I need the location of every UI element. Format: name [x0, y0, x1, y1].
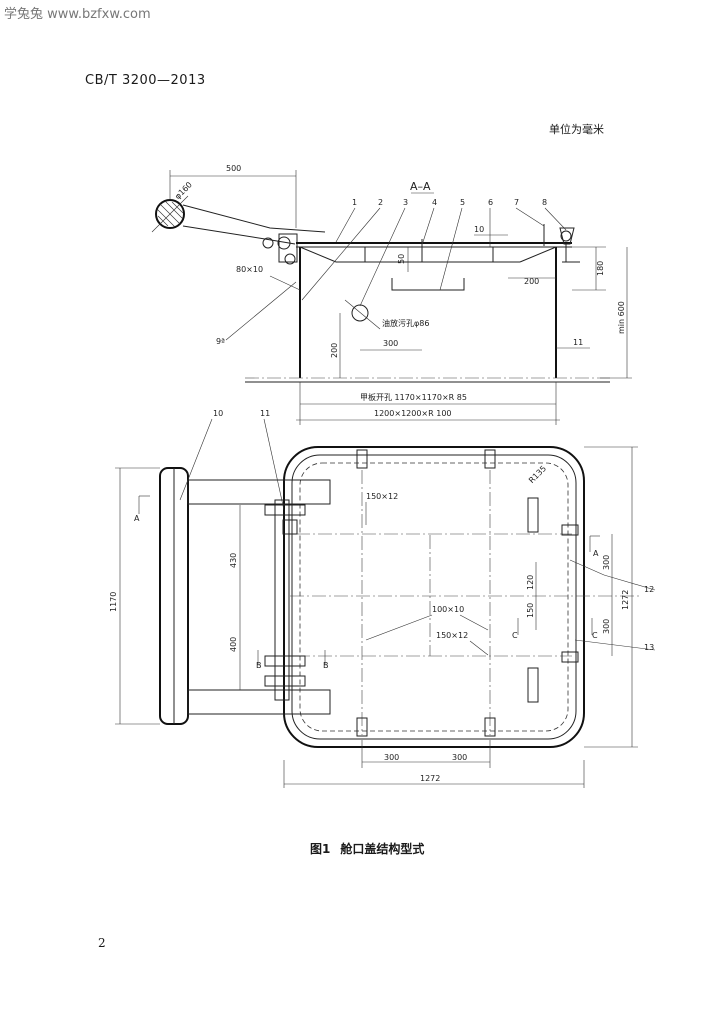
dim-stiff2: 100×10	[432, 605, 464, 614]
dim-b300a: 300	[384, 753, 399, 762]
dim-b1272: 1272	[420, 774, 440, 783]
dim-v300: 300	[602, 555, 611, 570]
callout-9: 9ª	[216, 337, 225, 346]
dim-minheight: min 600	[617, 301, 626, 334]
dim-overall: 1200×1200×R 100	[374, 409, 452, 418]
watermark: 学兔兔 www.bzfxw.com	[4, 7, 151, 22]
dim-v300b: 300	[602, 619, 611, 634]
dim-v150: 150	[526, 603, 535, 618]
dim-h180: 180	[596, 261, 605, 276]
dim-stiff1: 150×12	[366, 492, 398, 501]
dim-stiff3: 150×12	[436, 631, 468, 640]
dim-w300: 300	[383, 339, 398, 348]
callout-4: 4	[432, 198, 437, 207]
callout-7: 7	[514, 198, 519, 207]
callout-13: 13	[644, 643, 654, 652]
figure-caption: 图1 舱口盖结构型式	[310, 840, 434, 857]
dim-h400: 400	[229, 637, 238, 652]
dim-t11: 11	[573, 338, 583, 347]
section-title: A–A	[410, 180, 431, 193]
dim-h1272: 1272	[621, 590, 630, 610]
mark-c-right: C	[592, 631, 598, 640]
dim-flatbar: 80×10	[236, 265, 263, 274]
dim-h200: 200	[330, 343, 339, 358]
dim-handwheel: φ160	[173, 180, 194, 201]
dim-lever: 500	[226, 164, 241, 173]
dim-drain: 油放污孔φ86	[382, 318, 429, 328]
callout-3: 3	[403, 198, 408, 207]
mark-b-right: B	[323, 661, 329, 670]
callout-2: 2	[378, 198, 383, 207]
mark-a-left: A	[134, 514, 140, 523]
mark-a-right: A	[593, 549, 599, 558]
dim-ten: 10	[474, 225, 484, 234]
callout-6: 6	[488, 198, 493, 207]
dim-b300b: 300	[452, 753, 467, 762]
dim-radius: R135	[527, 464, 548, 485]
dim-width200: 200	[524, 277, 539, 286]
figure-title: 舱口盖结构型式	[340, 842, 425, 856]
dim-v120: 120	[526, 575, 535, 590]
dim-h430: 430	[229, 553, 238, 568]
standard-number: CB/T 3200—2013	[85, 73, 206, 88]
callout-10: 10	[213, 409, 223, 418]
callout-5: 5	[460, 198, 465, 207]
dim-rise: 50	[397, 254, 406, 264]
callout-1: 1	[352, 198, 357, 207]
mark-c-left: C	[512, 631, 518, 640]
callout-8: 8	[542, 198, 547, 207]
callout-11: 11	[260, 409, 270, 418]
page-number: 2	[98, 936, 106, 950]
plan-view: A A B B C C 10 11 12 13 R135 150×12 100×…	[109, 409, 656, 788]
unit-note: 单位为毫米	[549, 123, 604, 136]
mark-b-left: B	[256, 661, 262, 670]
callout-12: 12	[644, 585, 654, 594]
dim-h1170: 1170	[109, 592, 118, 612]
section-view: A–A 500 φ160	[151, 164, 632, 425]
figure-number: 图1	[310, 842, 331, 856]
dim-opening: 甲板开孔 1170×1170×R 85	[360, 392, 467, 402]
